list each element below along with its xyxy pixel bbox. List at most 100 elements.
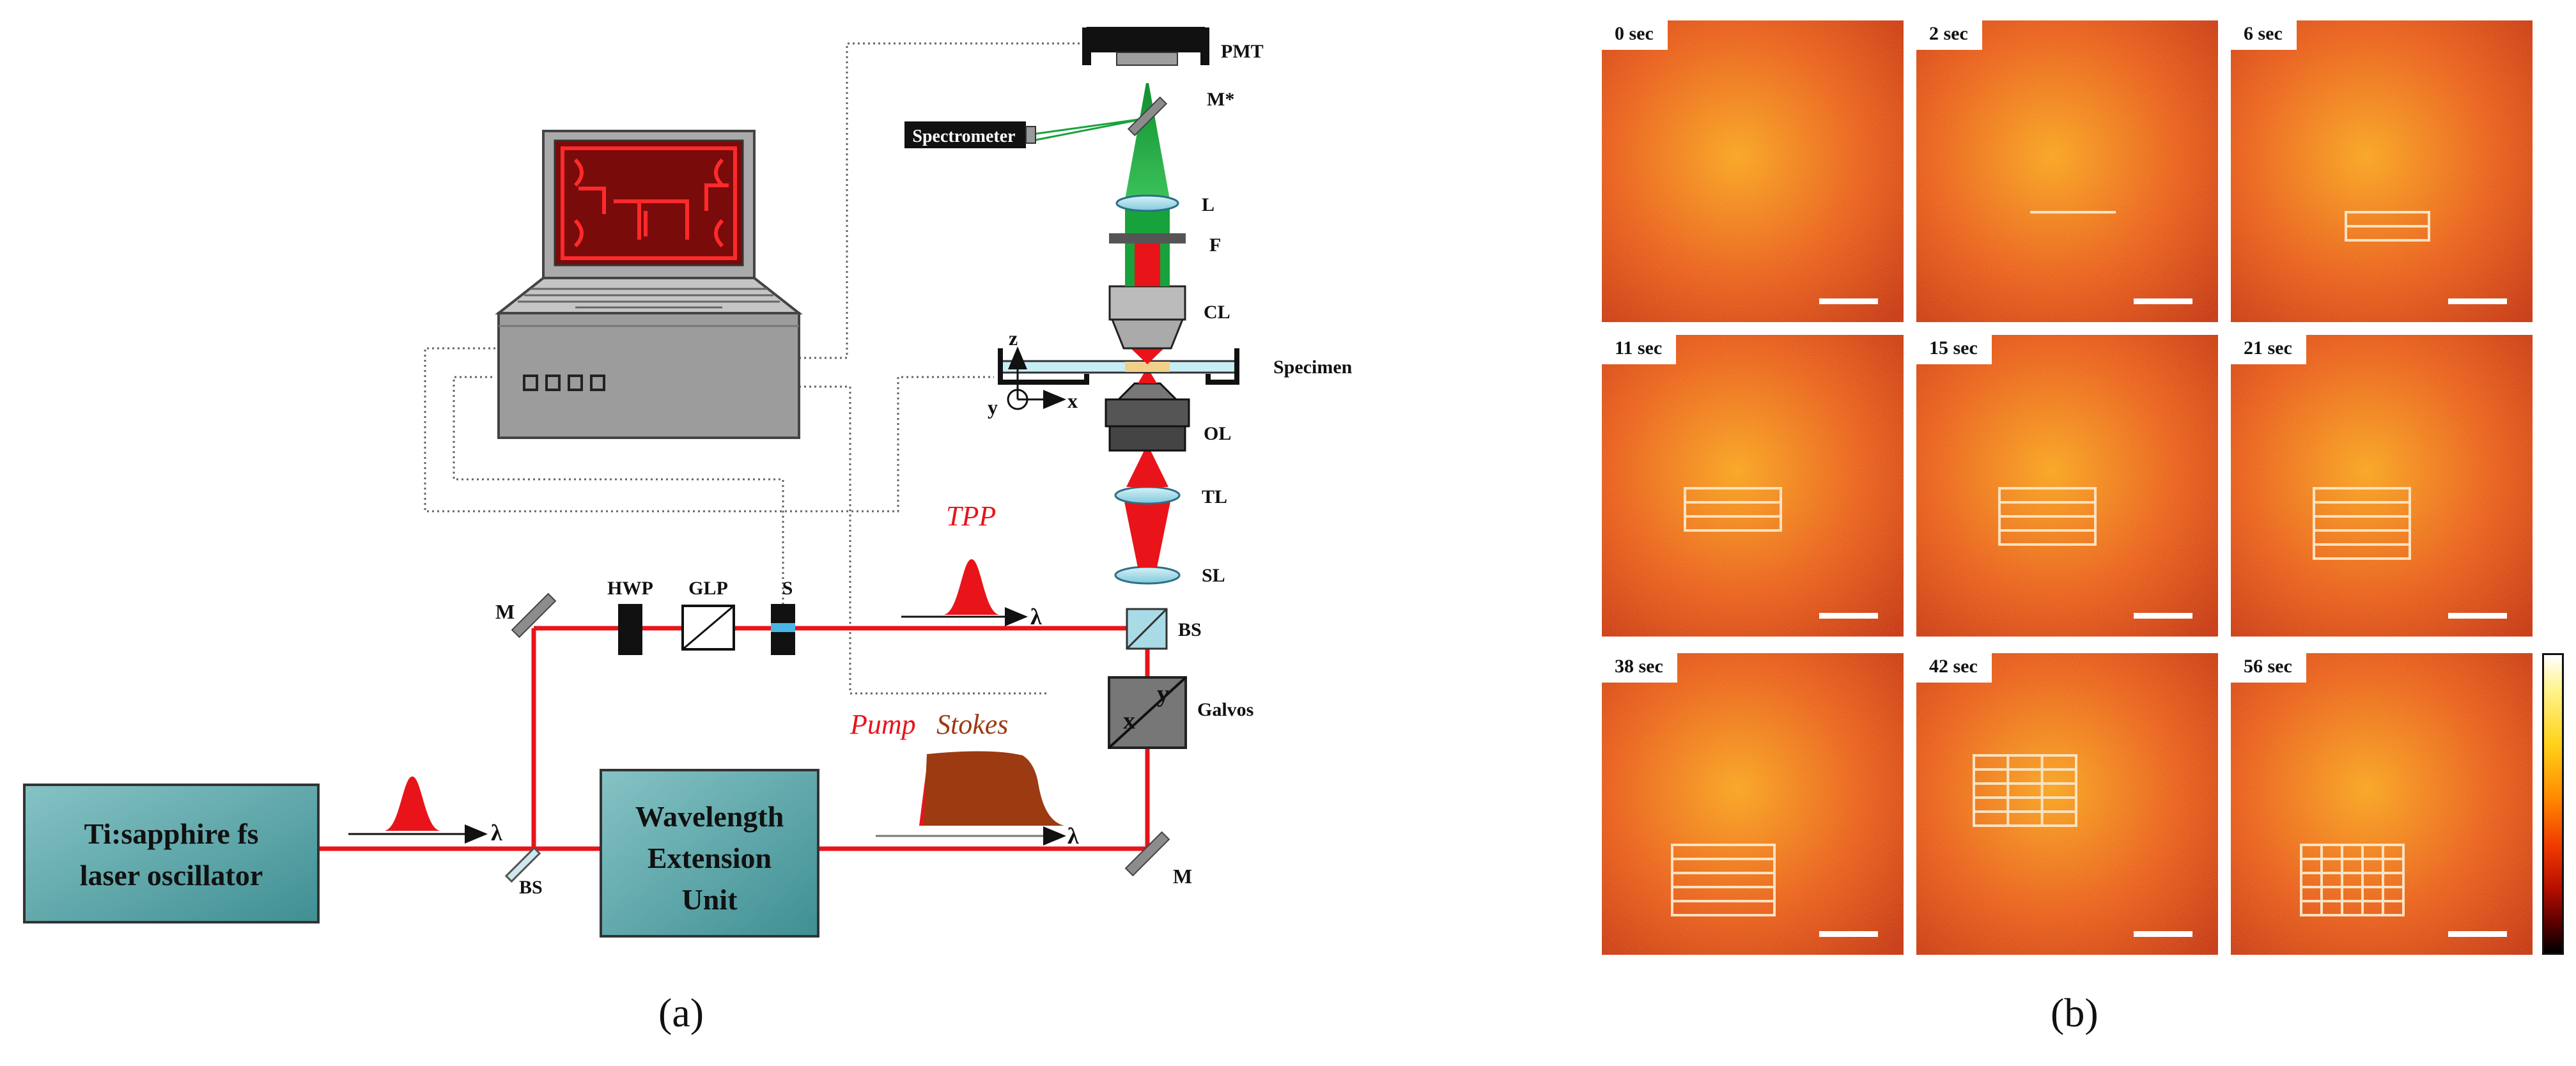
scale-bar [1819, 298, 1878, 304]
collection-lens: L [1115, 194, 1214, 215]
bs-top-label: BS [1178, 619, 1202, 640]
filter: F [1109, 233, 1221, 256]
lambda-label-1: λ [491, 820, 502, 846]
flip-mirror: M* [1127, 89, 1234, 137]
image-tile: 56 sec [2231, 653, 2533, 955]
fluorescence-image [1916, 653, 2218, 955]
beam-splitter-bottom: BS [504, 846, 543, 898]
scan-lens: SL [1114, 565, 1225, 586]
scale-bar [2134, 298, 2192, 304]
written-pattern [1671, 844, 1776, 916]
scale-bar [2448, 931, 2507, 937]
scale-bar [1819, 613, 1878, 619]
galvo-y-label: y [1157, 681, 1169, 707]
laser-label-line2: laser oscillator [80, 859, 263, 892]
image-tile: 11 sec [1602, 335, 1904, 637]
intensity-colorbar [2542, 653, 2564, 955]
scale-bar [2134, 931, 2192, 937]
tl-label: TL [1202, 486, 1227, 507]
fluorescence-image [1602, 20, 1904, 322]
m-star-label: M* [1207, 89, 1234, 110]
shutter-label: S [782, 578, 793, 599]
time-label: 6 sec [2231, 20, 2297, 50]
mirror-bottom-label: M [1173, 865, 1192, 888]
galvo-x-label: x [1123, 707, 1135, 734]
mirror-top: M [495, 592, 557, 638]
wavelength-extension-unit: Wavelength Extension Unit [600, 769, 819, 938]
written-pattern [2345, 211, 2430, 242]
fluorescence-image [1602, 335, 1904, 637]
extension-label-line2: Extension [648, 842, 772, 874]
control-cables [424, 42, 1080, 695]
scale-bar [2448, 613, 2507, 619]
shutter: S [771, 578, 795, 655]
specimen-stage: Specimen [998, 348, 1353, 385]
extension-label-line3: Unit [682, 883, 738, 916]
image-tile: 6 sec [2231, 20, 2533, 322]
coordinate-axes: z x y [988, 327, 1078, 419]
stokes-label: Stokes [936, 709, 1008, 740]
tpp-pulse: λ TPP [901, 500, 1042, 630]
l-label: L [1202, 194, 1214, 215]
image-tile: 21 sec [2231, 335, 2533, 637]
fluorescence-image [1916, 335, 2218, 637]
time-label: 0 sec [1602, 20, 1668, 50]
image-tile: 2 sec [1916, 20, 2218, 322]
beam-cone-upper [1126, 451, 1168, 487]
axis-y-label: y [988, 396, 998, 419]
glan-laser-polarizer: GLP [681, 578, 735, 651]
cl-label: CL [1204, 302, 1230, 323]
written-pattern [2313, 487, 2411, 560]
laser-oscillator: Ti:sapphire fs laser oscillator [23, 784, 320, 923]
mirror-bottom: M [1124, 831, 1192, 888]
written-pattern [1684, 487, 1782, 532]
time-label: 11 sec [1602, 335, 1677, 364]
lambda-label-3: λ [1030, 604, 1042, 630]
half-wave-plate: HWP [607, 578, 653, 655]
f-label: F [1209, 235, 1221, 256]
spectrometer-label: Spectrometer [912, 127, 1015, 146]
computer [495, 130, 803, 439]
pump-label: Pump [850, 709, 916, 740]
scale-bar [1819, 931, 1878, 937]
fluorescence-image [2231, 335, 2533, 637]
tube-lens: TL [1114, 486, 1227, 507]
setup-diagram: Ti:sapphire fs laser oscillator Waveleng… [23, 27, 1353, 938]
fluorescence-image [2231, 653, 2533, 955]
fluorescence-image [2231, 20, 2533, 322]
time-label: 42 sec [1916, 653, 1992, 683]
written-pattern [1998, 487, 2097, 546]
laser-pulse: λ [348, 776, 502, 846]
scale-bar [2448, 298, 2507, 304]
beam-focus-lower [1138, 367, 1157, 383]
image-tile: 38 sec [1602, 653, 1904, 955]
image-tile: 0 sec [1602, 20, 1904, 322]
ol-label: OL [1204, 423, 1231, 444]
mirror-top-label: M [495, 600, 515, 623]
pump-stokes-spectrum: λ Pump Stokes [850, 709, 1079, 849]
spectrometer: Spectrometer [904, 121, 1036, 148]
glp-label: GLP [688, 578, 728, 599]
caption-b: (b) [2051, 990, 2099, 1035]
condenser-lens: CL [1108, 285, 1230, 350]
beam-focus-upper [1129, 347, 1165, 364]
sl-label: SL [1202, 565, 1225, 586]
beam-splitter-top: BS [1126, 608, 1202, 650]
galvos-label: Galvos [1197, 699, 1253, 720]
axis-z-label: z [1009, 327, 1018, 350]
caption-a: (a) [658, 990, 704, 1035]
galvo-scanner: x y Galvos [1108, 676, 1253, 749]
fluorescence-image [1916, 20, 2218, 322]
tpp-label: TPP [946, 500, 996, 532]
hwp-label: HWP [607, 578, 653, 599]
axis-x-label: x [1067, 389, 1078, 412]
objective-lens: OL [1105, 382, 1231, 452]
laser-label-line1: Ti:sapphire fs [84, 817, 258, 850]
fluorescence-image [1602, 653, 1904, 955]
time-label: 2 sec [1916, 20, 1982, 50]
time-label: 38 sec [1602, 653, 1677, 683]
signal-beam [1032, 83, 1170, 286]
time-label: 21 sec [2231, 335, 2306, 364]
image-tile: 42 sec [1916, 653, 2218, 955]
